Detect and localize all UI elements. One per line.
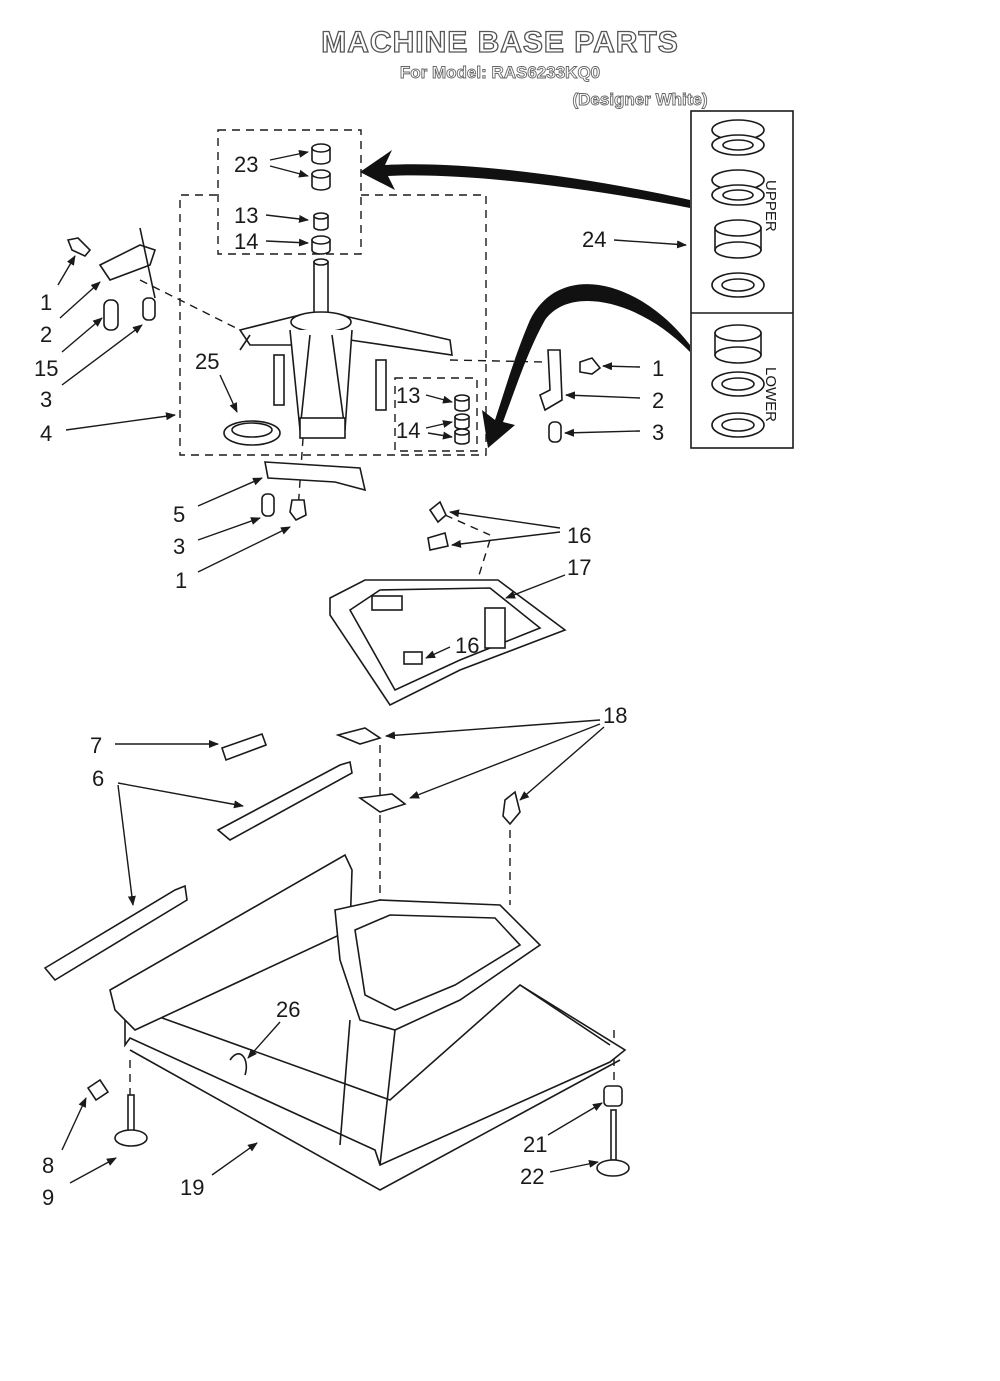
lower-kit-pointer-arrow	[482, 284, 690, 448]
kit-label-upper: UPPER	[762, 180, 779, 232]
lower-bracket-hardware	[261, 461, 367, 522]
callout-9: 9	[42, 1185, 54, 1210]
seal-ring	[223, 420, 281, 446]
callout-15: 15	[34, 356, 58, 381]
callout-16-top: 16	[567, 523, 591, 548]
leveling-legs	[86, 1078, 630, 1177]
callout-14-lower: 14	[396, 418, 420, 443]
model-color: (Designer White)	[572, 90, 708, 110]
callout-14-upper: 14	[234, 229, 258, 254]
callout-1-right: 1	[652, 356, 664, 381]
callout-2-left: 2	[40, 322, 52, 347]
lower-bearing-stack	[454, 394, 470, 445]
machine-base	[109, 853, 627, 1191]
lower-seal-rings	[711, 324, 765, 438]
callout-17: 17	[567, 555, 591, 580]
bearing-group-box-lower	[394, 377, 478, 452]
callout-13-lower: 13	[396, 383, 420, 408]
callout-1-bottom: 1	[175, 568, 187, 593]
callout-leaders	[57, 149, 687, 1184]
upper-seal-rings	[711, 119, 765, 298]
bearing-group-box-upper	[217, 129, 362, 255]
mount-parts	[43, 727, 521, 982]
callout-8: 8	[42, 1153, 54, 1178]
callout-23: 23	[234, 152, 258, 177]
callout-6: 6	[92, 766, 104, 791]
callout-1-left: 1	[40, 290, 52, 315]
callout-3-left: 3	[40, 387, 52, 412]
kit-label-lower: LOWER	[762, 367, 779, 422]
seal-kit-box: UPPER LOWER	[690, 110, 794, 449]
callout-3-right: 3	[652, 420, 664, 445]
right-bracket-hardware	[539, 349, 602, 443]
callout-26: 26	[276, 997, 300, 1022]
callout-16-bottom: 16	[455, 633, 479, 658]
callout-21: 21	[523, 1132, 547, 1157]
callout-18: 18	[603, 703, 627, 728]
left-bracket-hardware	[66, 227, 157, 331]
callout-22: 22	[520, 1164, 544, 1189]
upper-kit-pointer-arrow	[360, 150, 690, 208]
callout-19: 19	[180, 1175, 204, 1200]
callout-2-right: 2	[652, 388, 664, 413]
callout-3-bottom: 3	[173, 534, 185, 559]
callout-5: 5	[173, 502, 185, 527]
tub-support	[329, 500, 567, 707]
gearcase-assembly	[238, 258, 453, 439]
callout-13-upper: 13	[234, 203, 258, 228]
diagram-title: MACHINE BASE PARTS	[321, 25, 679, 59]
callout-25: 25	[195, 349, 219, 374]
gearcase-group-box	[179, 194, 487, 456]
callout-7: 7	[90, 733, 102, 758]
callout-4: 4	[40, 421, 52, 446]
callout-numbers: 23 13 14 24 1 2 15 3 25 4 13 14 1 2 3 5 …	[34, 152, 664, 1210]
upper-bearing-stack	[311, 143, 331, 255]
model-number: For Model: RAS6233KQ0	[399, 63, 601, 83]
callout-24: 24	[582, 227, 606, 252]
